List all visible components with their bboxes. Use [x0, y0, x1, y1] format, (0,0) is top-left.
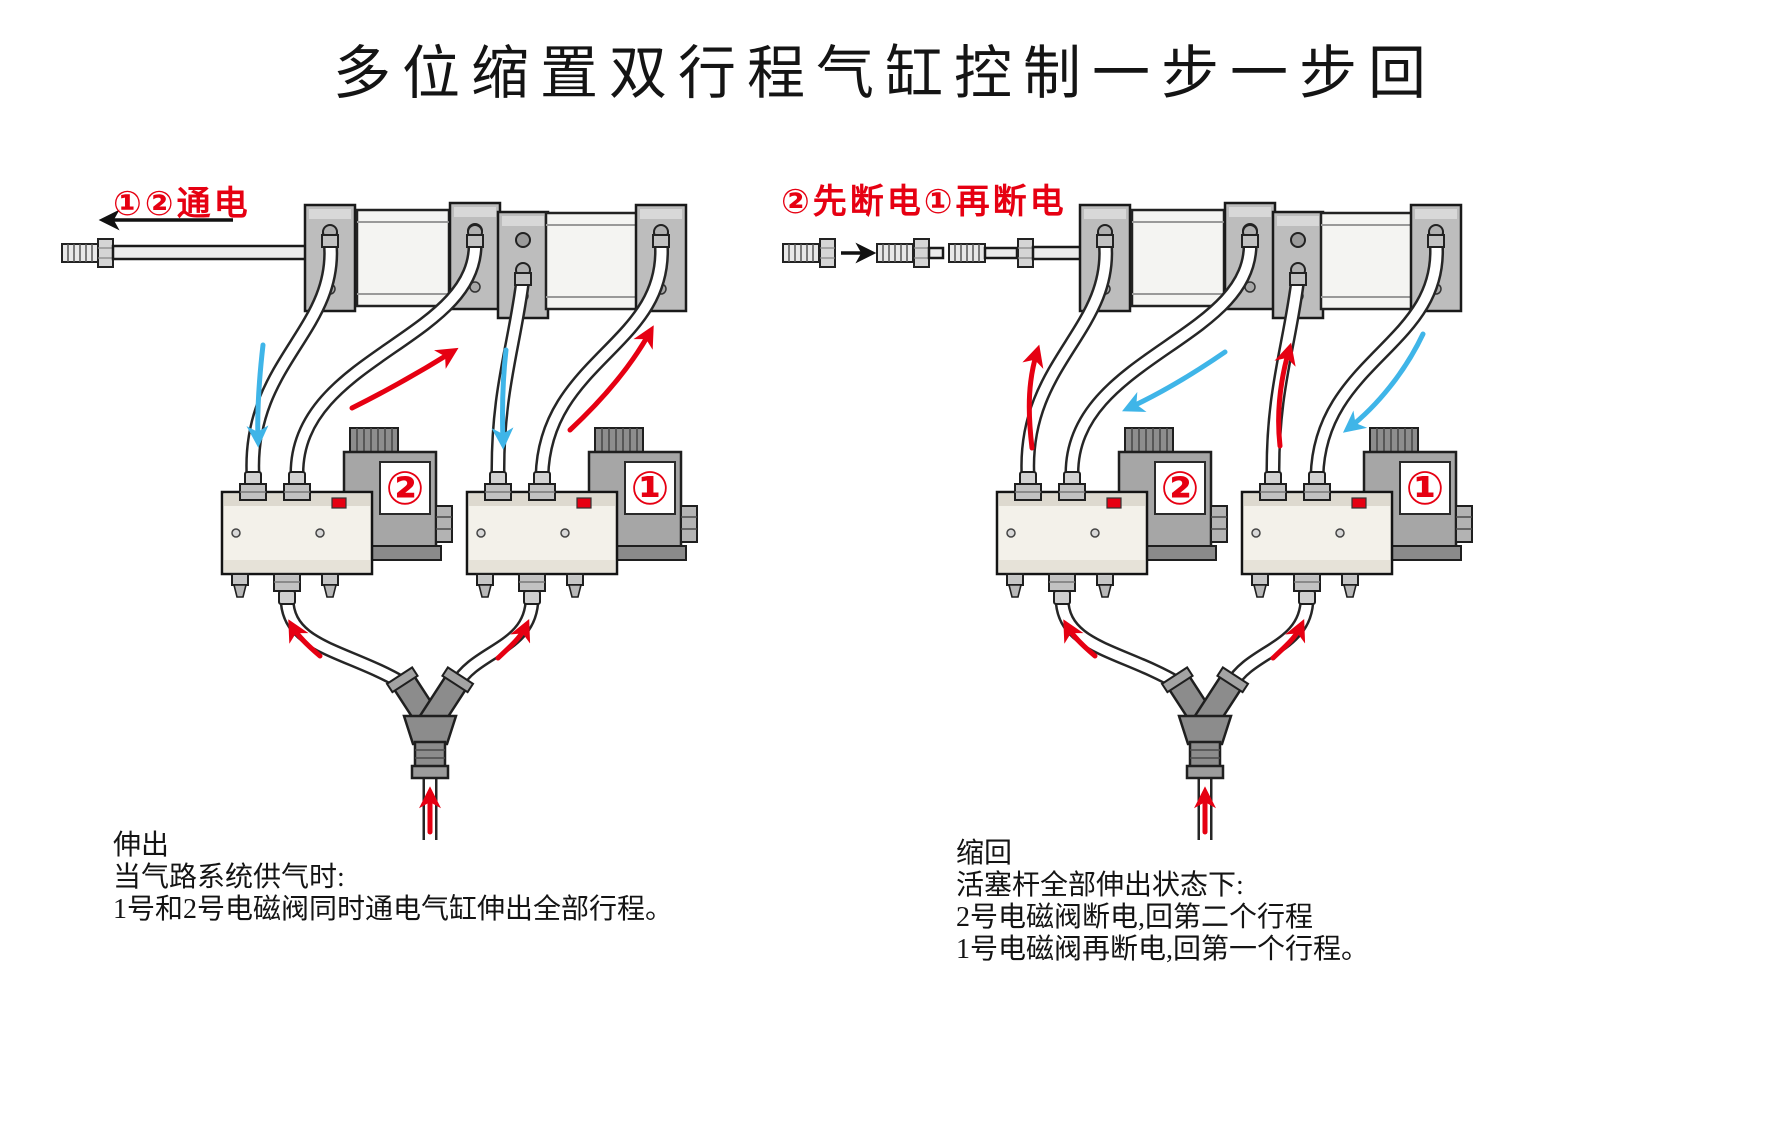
- exhaust-flow-arrows: [1122, 331, 1426, 433]
- exhaust-flow-arrows: [246, 342, 514, 450]
- y-connector: [1160, 666, 1250, 780]
- valve-2-number-right: ②: [1160, 461, 1200, 515]
- piston-rod-extended: [61, 238, 311, 268]
- page-title: 多位缩置双行程气缸控制一步一步回: [332, 41, 1437, 106]
- retract-caption-title: 缩回: [956, 838, 1013, 869]
- pressure-flow-arrows: [1022, 342, 1296, 451]
- tandem-cylinder: [305, 203, 686, 318]
- extend-caption-title: 伸出: [113, 830, 170, 861]
- extend-caption: 伸出 当气路系统供气时: 1号和2号电磁阀同时通电气缸伸出全部行程。: [113, 830, 673, 926]
- retract-caption-line3: 1号电磁阀再断电,回第一个行程。: [956, 933, 1370, 965]
- extend-step-label: ①②通电: [113, 184, 251, 224]
- pressure-flow-arrows: [349, 325, 654, 433]
- extend-caption-line2: 1号和2号电磁阀同时通电气缸伸出全部行程。: [113, 893, 674, 925]
- valve-2-number-left: ②: [385, 461, 425, 515]
- retract-diagram: [782, 203, 1472, 840]
- retract-caption: 缩回 活塞杆全部伸出状态下: 2号电磁阀断电,回第二个行程 1号电磁阀再断电,回…: [956, 838, 1369, 966]
- extend-caption-line1: 当气路系统供气时:: [113, 861, 345, 893]
- piston-rod-segments: [782, 238, 1084, 268]
- retract-caption-line2: 2号电磁阀断电,回第二个行程: [956, 901, 1314, 933]
- tandem-cylinder: [1080, 203, 1461, 318]
- retract-step-label: ②先断电①再断电: [781, 182, 1067, 222]
- valve-1-number-left: ①: [630, 461, 670, 515]
- y-connector: [385, 666, 475, 780]
- retract-caption-line1: 活塞杆全部伸出状态下:: [956, 869, 1244, 901]
- valve-1-number-right: ①: [1405, 461, 1445, 515]
- extend-diagram: [61, 203, 697, 840]
